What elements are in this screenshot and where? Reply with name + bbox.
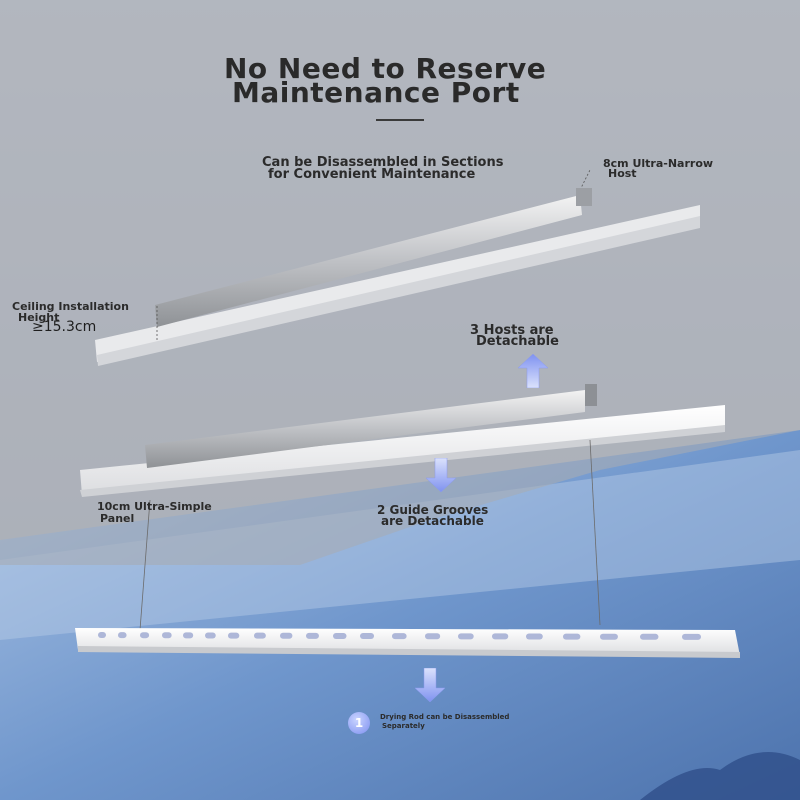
arrow-down-icon (426, 458, 456, 492)
rod-slot (392, 633, 407, 640)
title-divider (376, 119, 424, 121)
rod-slot (425, 633, 441, 640)
rod-slot (458, 633, 474, 640)
rod-slot (640, 633, 659, 640)
grooves-label-line1: 2 Guide Grooves (377, 503, 489, 517)
hosts-label-line2: Detachable (476, 334, 559, 349)
rod-slot (254, 632, 266, 639)
drying-rod-label-line1: Drying Rod can be Disassembled (380, 713, 510, 721)
rod-slot (280, 632, 293, 639)
narrow-host-label-line1: 8cm Ultra-Narrow (603, 157, 714, 170)
upper-light-fixture (95, 169, 700, 366)
arrow-up-icon (518, 354, 548, 388)
panel-label-line2: Panel (100, 512, 135, 525)
disassemble-label-line1: Can be Disassembled in Sections (262, 155, 504, 170)
rod-slot (98, 632, 106, 638)
page-title-line1: No Need to Reserve (224, 52, 547, 85)
ceiling-height-value: ≥15.3cm (32, 319, 97, 335)
rod-slot (118, 632, 127, 639)
rod-slot (333, 632, 347, 639)
rod-slot (183, 632, 194, 639)
rod-slot (140, 632, 150, 639)
ceiling-height-label-line1: Ceiling Installation (12, 300, 129, 313)
middle-light-fixture (80, 384, 725, 497)
narrow-host-label-line2: Host (608, 167, 637, 180)
rod-slot (492, 633, 509, 640)
rod-slot (682, 633, 701, 640)
rod-slot (228, 632, 240, 639)
page-title-line2: Maintenance Port (232, 76, 520, 109)
rod-slot (205, 632, 216, 639)
hosts-label-line1: 3 Hosts are (470, 323, 554, 338)
disassemble-label-line2: for Convenient Maintenance (268, 167, 476, 182)
rod-slot (563, 633, 581, 640)
ceiling-height-label-line2: Height (18, 311, 60, 324)
arrow-down-icon (415, 668, 445, 702)
rod-slot (162, 632, 172, 639)
rod-slot (360, 633, 375, 640)
rod-slot (600, 633, 618, 640)
step-number-badge: 1 (348, 712, 370, 734)
grooves-label-line2: are Detachable (381, 514, 484, 528)
drying-rod-label-line2: Separately (382, 722, 425, 730)
rod-slot (526, 633, 543, 640)
rod-slot (306, 632, 319, 639)
panel-label-line1: 10cm Ultra-Simple (97, 500, 212, 513)
